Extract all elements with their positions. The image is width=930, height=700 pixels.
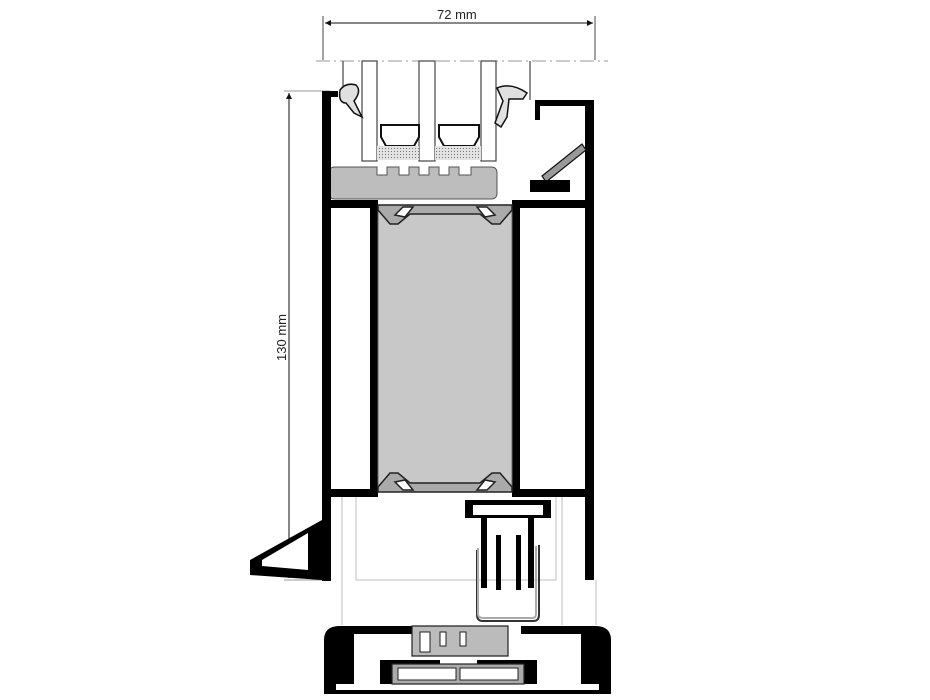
width-dimension-label: 72 mm: [437, 7, 477, 22]
weather-strip: [541, 143, 587, 183]
sash-profile-left: [250, 91, 378, 581]
thermal-break-top: [377, 204, 513, 225]
thermal-break-bottom: [377, 472, 513, 493]
sash-profile-right: [512, 100, 594, 580]
width-dimension: [322, 16, 596, 60]
bottom-frame-profile: [324, 625, 611, 694]
insulating-core: [377, 207, 513, 490]
triple-glazing: [342, 60, 531, 162]
height-dimension-label: 130 mm: [273, 314, 289, 361]
setting-block: [328, 166, 498, 200]
hidden-frame-lines: [341, 497, 597, 625]
glazing-gaskets: [338, 83, 529, 129]
hardware-mechanism: [465, 500, 551, 622]
glass-spacers: [377, 124, 481, 160]
